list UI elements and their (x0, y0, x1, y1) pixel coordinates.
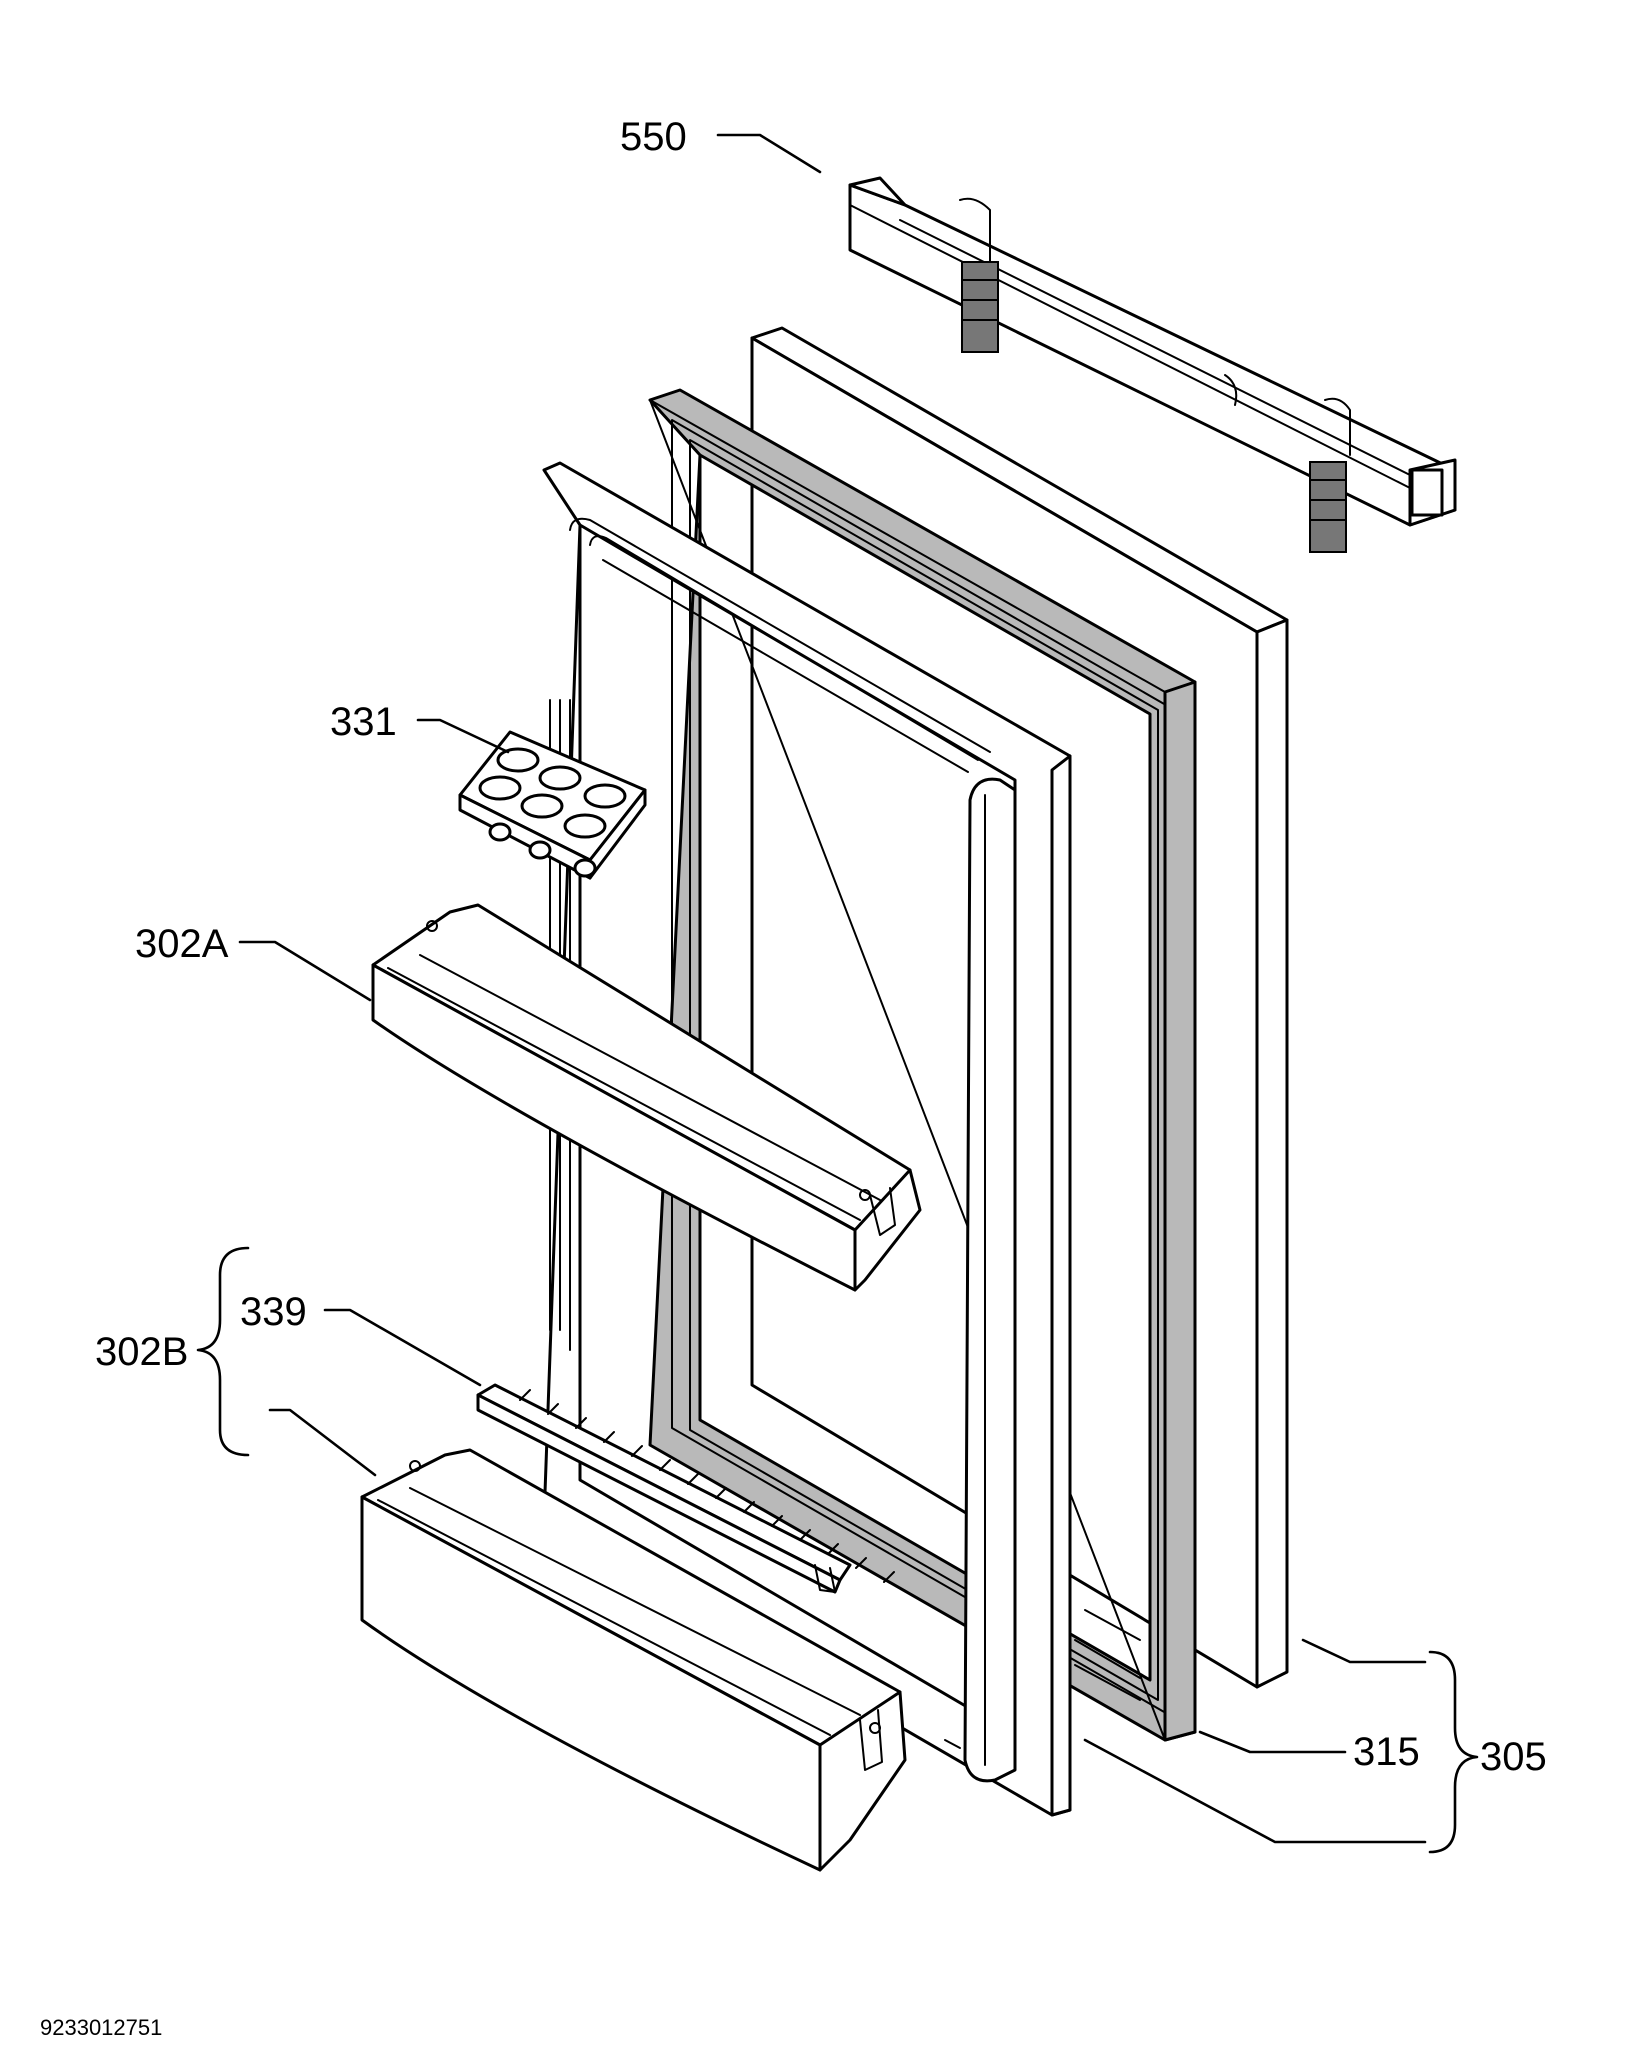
part-labels: 550 331 302A 339 302B 315 305 (95, 115, 1547, 1779)
leader-lines (196, 133, 1479, 1854)
label-305: 305 (1480, 1735, 1547, 1779)
label-302b: 302B (95, 1330, 188, 1374)
bottle-retainer (476, 1383, 895, 1594)
label-315: 315 (1353, 1730, 1420, 1774)
label-331: 331 (330, 700, 397, 744)
door-shelf-upper (371, 903, 922, 1292)
document-number: 9233012751 (40, 2015, 162, 2040)
label-339: 339 (240, 1290, 307, 1334)
door-handle-bar (848, 176, 1457, 553)
label-550: 550 (620, 115, 687, 159)
door-shelf-lower (360, 1448, 907, 1872)
label-302a: 302A (135, 922, 229, 966)
egg-tray (458, 730, 647, 880)
